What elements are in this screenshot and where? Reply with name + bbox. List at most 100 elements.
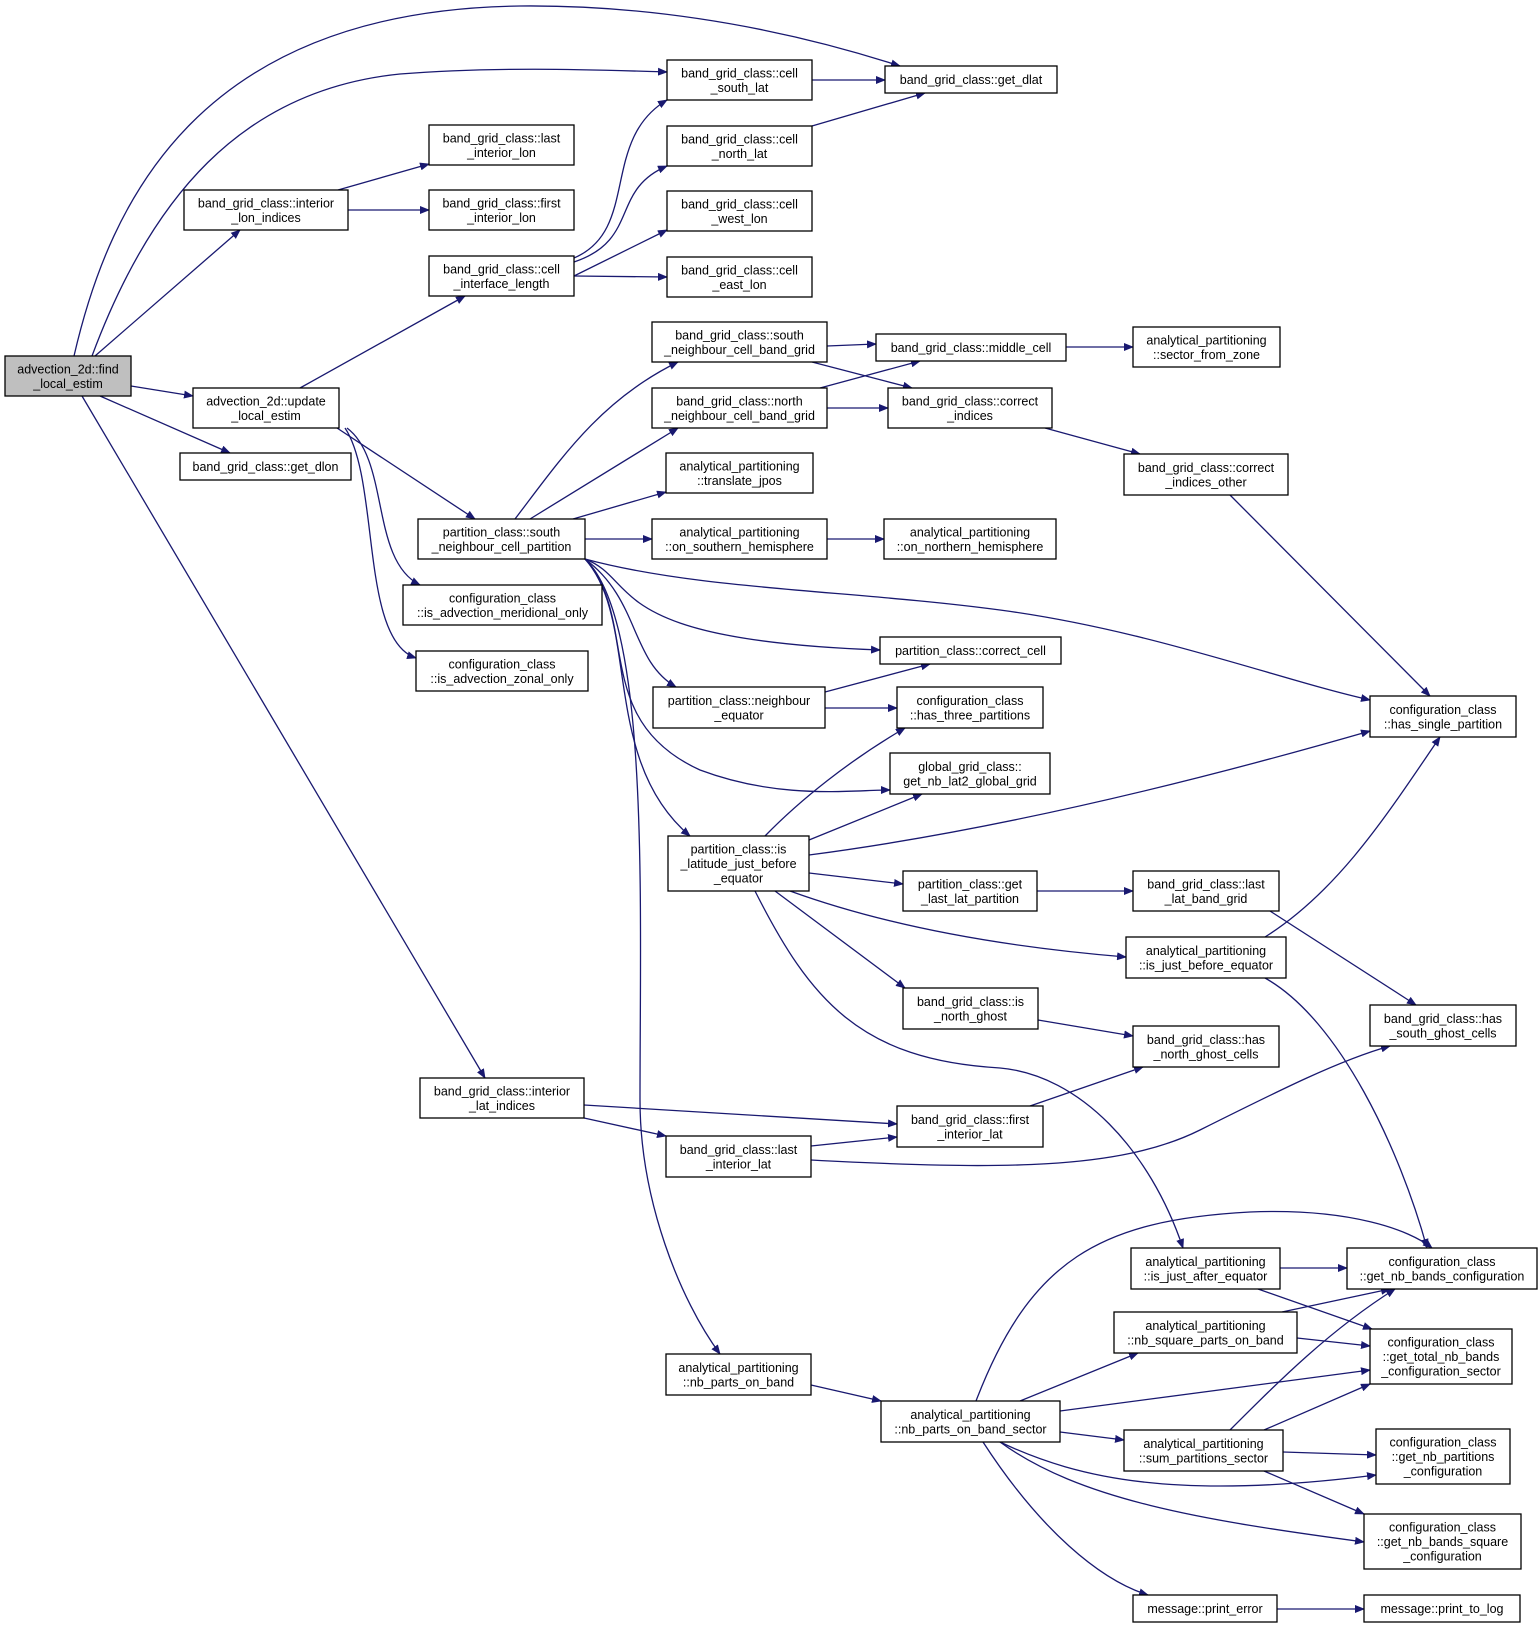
node-north-neighbour-cell-band-grid[interactable]: band_grid_class::north_neighbour_cell_ba… [651, 387, 828, 429]
node-first-interior-lon[interactable]: band_grid_class::first_interior_lon [428, 189, 575, 231]
node-first-interior-lat[interactable]: band_grid_class::first_interior_lat [896, 1105, 1044, 1148]
node-label-line: _lat_indices [468, 1099, 535, 1113]
edge-first_interior_lat-to-has_north_ghost_cells [1029, 1066, 1144, 1107]
node-label-line: _neighbour_cell_band_grid [663, 343, 815, 357]
node-get-nb-lat2-global-grid[interactable]: global_grid_class::get_nb_lat2_global_gr… [889, 752, 1051, 795]
node-is-advection-meridional-only[interactable]: configuration_class::is_advection_meridi… [402, 584, 603, 626]
node-label-line: global_grid_class:: [918, 760, 1022, 774]
node-has-north-ghost-cells[interactable]: band_grid_class::has_north_ghost_cells [1132, 1025, 1280, 1068]
node-get-dlat[interactable]: band_grid_class::get_dlat [884, 65, 1058, 94]
node-label-line: ::get_nb_bands_square [1377, 1535, 1508, 1549]
node-last-lat-band-grid[interactable]: band_grid_class::last_lat_band_grid [1132, 870, 1280, 912]
node-label-line: band_grid_class::cell [681, 66, 798, 80]
node-sum-partitions-sector[interactable]: analytical_partitioning::sum_partitions_… [1123, 1429, 1284, 1472]
edge-nb_parts_on_band_sector-to-get_nb_partitions_configuration [999, 1441, 1377, 1487]
node-neighbour-equator[interactable]: partition_class::neighbour_equator [652, 686, 826, 729]
node-has-south-ghost-cells[interactable]: band_grid_class::has_south_ghost_cells [1369, 1004, 1517, 1047]
node-get-total-nb-bands-configuration-sector[interactable]: configuration_class::get_total_nb_bands_… [1369, 1328, 1513, 1385]
node-cell-interface-length[interactable]: band_grid_class::cell_interface_length [428, 255, 575, 297]
node-box [667, 835, 810, 892]
node-translate-jpos[interactable]: analytical_partitioning::translate_jpos [665, 452, 814, 494]
node-label-line: ::get_nb_bands_configuration [1360, 1269, 1525, 1283]
node-label-line: _interior_lat [705, 1157, 772, 1171]
edge-interior_lat_indices-to-last_interior_lat [583, 1117, 667, 1138]
node-is-just-after-equator[interactable]: analytical_partitioning::is_just_after_e… [1130, 1247, 1281, 1290]
node-has-three-partitions[interactable]: configuration_class::has_three_partition… [896, 686, 1044, 729]
node-cell-west-lon[interactable]: band_grid_class::cell_west_lon [666, 190, 813, 232]
node-label-line: configuration_class [1387, 1336, 1494, 1350]
node-print-error[interactable]: message::print_error [1132, 1594, 1278, 1623]
node-get-nb-partitions-configuration[interactable]: configuration_class::get_nb_partitions_c… [1375, 1428, 1511, 1485]
node-label-line: analytical_partitioning [910, 525, 1030, 539]
node-label-line: ::has_three_partitions [910, 708, 1030, 722]
node-label-line: ::is_just_after_equator [1144, 1269, 1268, 1283]
node-box [415, 650, 589, 692]
node-label-line: _configuration [1403, 1465, 1483, 1479]
edge-last_interior_lat-to-first_interior_lat [810, 1133, 898, 1147]
node-is-north-ghost[interactable]: band_grid_class::is_north_ghost [902, 987, 1039, 1030]
node-correct-cell[interactable]: partition_class::correct_cell [879, 636, 1062, 665]
node-label-line: band_grid_class::interior [198, 196, 334, 210]
node-on-northern-hemisphere[interactable]: analytical_partitioning::on_northern_hem… [883, 518, 1057, 560]
node-cell-east-lon[interactable]: band_grid_class::cell_east_lon [666, 256, 813, 298]
edge-is_latitude_just_before_equator-to-is_just_after_equator [754, 890, 1184, 1249]
node-box [1113, 1311, 1298, 1354]
node-south-neighbour-cell-partition[interactable]: partition_class::south_neighbour_cell_pa… [417, 518, 586, 560]
node-correct-indices-other[interactable]: band_grid_class::correct_indices_other [1123, 453, 1289, 496]
node-update-local-estim[interactable]: advection_2d::update_local_estim [192, 387, 340, 429]
edge-update_local_estim-to-is_advection_zonal_only [344, 427, 417, 660]
node-middle-cell[interactable]: band_grid_class::middle_cell [875, 333, 1067, 362]
node-correct-indices[interactable]: band_grid_class::correct_indices [887, 387, 1053, 429]
node-box [192, 387, 340, 429]
node-label-line: _indices [946, 409, 993, 423]
node-interior-lon-indices[interactable]: band_grid_class::interior_lon_indices [183, 189, 349, 231]
edge-sum_partitions_sector-to-get_nb_bands_square_configuration [1263, 1470, 1365, 1515]
node-box [428, 255, 575, 297]
node-box [183, 189, 349, 231]
node-get-last-lat-partition[interactable]: partition_class::get_last_lat_partition [902, 870, 1038, 912]
node-is-just-before-equator[interactable]: analytical_partitioning::is_just_before_… [1125, 936, 1287, 979]
edge-find_local_estim-to-update_local_estim [130, 385, 194, 399]
node-label-line: _neighbour_cell_band_grid [663, 409, 815, 423]
edge-nb_parts_on_band_sector-to-get_nb_bands_square_configuration [999, 1441, 1365, 1545]
node-label-line: _equator [713, 708, 763, 722]
node-get-dlon[interactable]: band_grid_class::get_dlon [179, 452, 352, 481]
node-label-line: partition_class::south [443, 525, 560, 539]
node-label-line: _lon_indices [230, 211, 301, 225]
node-has-single-partition[interactable]: configuration_class::has_single_partitio… [1369, 695, 1517, 738]
node-box [1375, 1428, 1511, 1485]
node-is-latitude-just-before-equator[interactable]: partition_class::is_latitude_just_before… [667, 835, 810, 892]
node-nb-square-parts-on-band[interactable]: analytical_partitioning::nb_square_parts… [1113, 1311, 1298, 1354]
node-on-southern-hemisphere[interactable]: analytical_partitioning::on_southern_hem… [651, 518, 828, 560]
node-nb-parts-on-band[interactable]: analytical_partitioning::nb_parts_on_ban… [665, 1353, 812, 1396]
node-box [4, 355, 132, 397]
node-label-line: _west_lon [710, 212, 767, 226]
node-box [428, 189, 575, 231]
node-cell-north-lat[interactable]: band_grid_class::cell_north_lat [666, 125, 813, 167]
node-find-local-estim[interactable]: advection_2d::find_local_estim [4, 355, 132, 397]
node-get-nb-bands-square-configuration[interactable]: configuration_class::get_nb_bands_square… [1363, 1513, 1522, 1570]
node-cell-south-lat[interactable]: band_grid_class::cell_south_lat [666, 59, 813, 101]
node-last-interior-lon[interactable]: band_grid_class::last_interior_lon [428, 124, 575, 166]
node-box [1369, 1004, 1517, 1047]
node-label-line: band_grid_class::north [676, 394, 803, 408]
node-box [1123, 453, 1289, 496]
node-label-line: _interior_lat [936, 1127, 1003, 1141]
node-sector-from-zone[interactable]: analytical_partitioning::sector_from_zon… [1132, 326, 1281, 368]
node-nb-parts-on-band-sector[interactable]: analytical_partitioning::nb_parts_on_ban… [880, 1400, 1061, 1443]
node-box [652, 686, 826, 729]
node-print-to-log[interactable]: message::print_to_log [1363, 1594, 1521, 1623]
node-label-line: analytical_partitioning [1146, 333, 1266, 347]
node-south-neighbour-cell-band-grid[interactable]: band_grid_class::south_neighbour_cell_ba… [651, 321, 828, 363]
node-is-advection-zonal-only[interactable]: configuration_class::is_advection_zonal_… [415, 650, 589, 692]
edge-find_local_estim-to-get_dlon [99, 395, 231, 454]
node-last-interior-lat[interactable]: band_grid_class::last_interior_lat [665, 1135, 812, 1178]
edge-nb_square_parts_on_band-to-get_nb_bands_configuration [1281, 1286, 1391, 1313]
node-label-line: configuration_class [449, 591, 556, 605]
node-box [666, 190, 813, 232]
node-get-nb-bands-configuration[interactable]: configuration_class::get_nb_bands_config… [1346, 1247, 1538, 1290]
edge-is_latitude_just_before_equator-to-is_north_ghost [774, 890, 906, 989]
node-label-line: ::sector_from_zone [1153, 348, 1260, 362]
node-interior-lat-indices[interactable]: band_grid_class::interior_lat_indices [419, 1077, 585, 1119]
